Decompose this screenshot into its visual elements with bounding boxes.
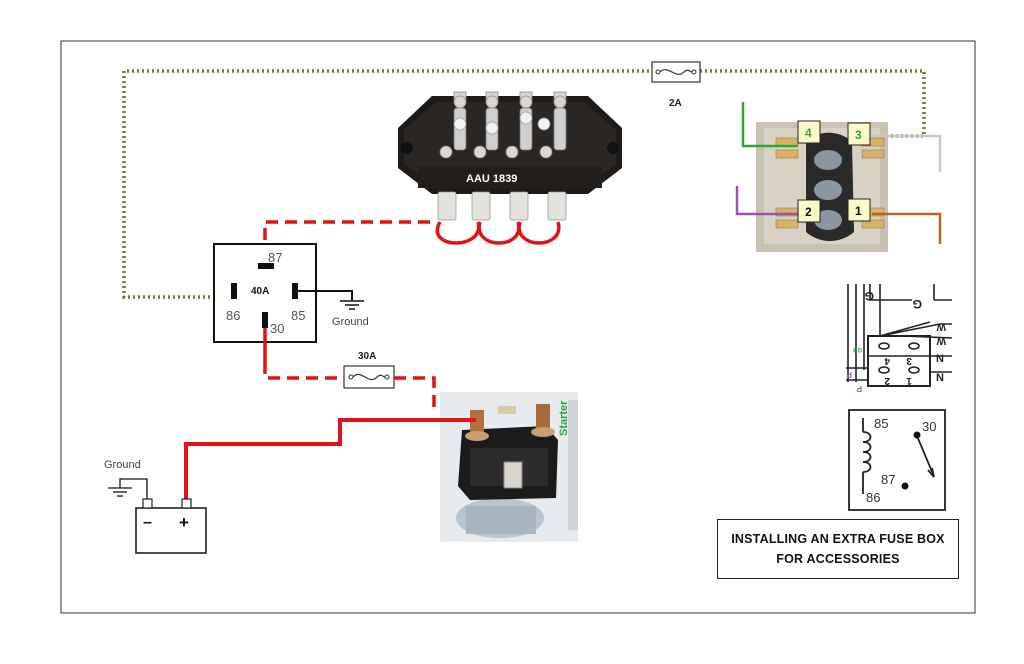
green-wire (741, 102, 798, 148)
battery (135, 498, 207, 554)
battery-plus: + (179, 513, 189, 532)
title-line-1: INSTALLING AN EXTRA FUSE BOX (731, 532, 945, 546)
relay-pin-30: 30 (270, 321, 284, 336)
switch-schematic-letters: G G W W N N GR P P 4 3 2 1 (846, 289, 946, 393)
dotted-green-wire (122, 69, 652, 299)
schematic-num-4: 4 (884, 355, 890, 366)
fuse-30a (343, 365, 395, 389)
relay-ground-label: Ground (332, 316, 369, 328)
purple-wire (735, 186, 798, 216)
switch-terminal-2: 2 (805, 205, 812, 219)
fuse-box-jumpers (435, 221, 561, 245)
relay-symbol-box (848, 409, 946, 511)
starter-label: Starter (558, 400, 570, 436)
relay-pins (231, 263, 298, 328)
switch-terminal-1: 1 (855, 204, 862, 218)
brown-wire (872, 212, 942, 244)
fuse-box-label: AAU 1839 (466, 173, 517, 185)
schematic-letter-g: G (865, 289, 874, 303)
starter-solenoid (440, 392, 578, 542)
relay-symbol-86: 86 (866, 490, 880, 505)
switch-terminal-3: 3 (855, 128, 862, 142)
fuse30-to-starter-wire (394, 376, 476, 410)
relay-pin-86: 86 (226, 308, 240, 323)
relay-symbol-85: 85 (874, 416, 888, 431)
relay-pin-87: 87 (268, 250, 282, 265)
relay-symbol-contact-30 (913, 431, 921, 439)
schematic-letter-n2: N (936, 372, 944, 384)
relay-symbol-87: 87 (881, 472, 895, 487)
schematic-letter-n1: N (936, 353, 944, 365)
schematic-letter-gr: GR (852, 346, 862, 352)
relay-symbol-coil (862, 418, 935, 494)
schematic-letter-g2: G (913, 297, 922, 311)
grey-wire (872, 134, 942, 172)
schematic-letter-w2: W (936, 335, 946, 346)
relay-to-fuse30-wire (263, 362, 344, 380)
schematic-num-1: 1 (906, 375, 912, 386)
schematic-letter-p2: P (856, 384, 862, 393)
fuse-30a-label: 30A (358, 351, 376, 362)
title-line-2: FOR ACCESSORIES (776, 552, 900, 566)
switch-schematic (846, 284, 953, 387)
relay-ground-symbol (340, 300, 364, 310)
switch-terminal-boxes (797, 120, 871, 223)
relay-ground-wire (298, 290, 353, 300)
switch-terminal-4: 4 (805, 126, 812, 140)
schematic-letter-p1: P (846, 370, 852, 379)
schematic-letter-w1: W (936, 321, 946, 332)
battery-ground-symbol (108, 487, 132, 497)
fuse-2a (651, 61, 701, 83)
battery-minus: – (143, 514, 152, 531)
starter-to-battery-wire (184, 418, 476, 500)
relay-symbol-contact-87 (901, 482, 909, 490)
schematic-num-3: 3 (906, 355, 912, 366)
battery-ground-label: Ground (104, 459, 141, 471)
title-box: INSTALLING AN EXTRA FUSE BOX FOR ACCESSO… (717, 519, 959, 579)
fuse-box (398, 91, 622, 221)
relay-rating: 40A (251, 286, 269, 297)
fuse-2a-label: 2A (669, 98, 682, 109)
schematic-num-2: 2 (884, 375, 890, 386)
battery-ground-wire (119, 478, 148, 499)
relay-pin-85: 85 (291, 308, 305, 323)
relay-symbol-30: 30 (922, 419, 936, 434)
